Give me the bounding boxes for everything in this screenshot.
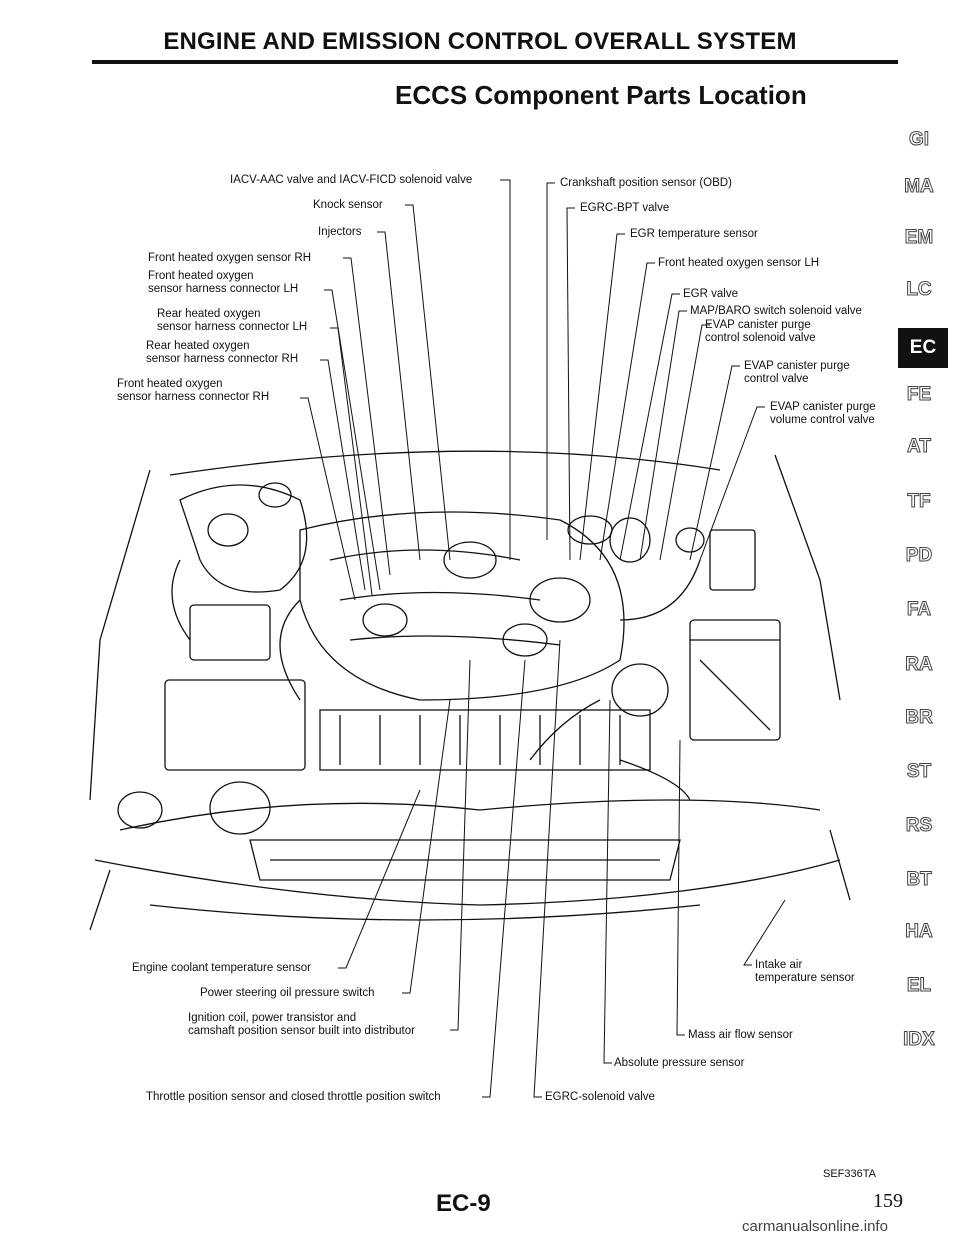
tab-rs[interactable]: RS — [905, 815, 933, 837]
tab-em[interactable]: EM — [904, 227, 934, 249]
callout-egrc-bpt-valve: EGRC-BPT valve — [580, 202, 670, 214]
page-title: ECCS Component Parts Location — [395, 80, 807, 110]
tab-idx[interactable]: IDX — [903, 1029, 936, 1051]
callout-evap-purge-volume-valve: EVAP canister purge volume control valve — [770, 401, 876, 426]
tab-fa[interactable]: FA — [906, 599, 932, 621]
callout-rear-ho2s-harness-lh: Rear heated oxygen sensor harness connec… — [157, 308, 308, 333]
tab-el[interactable]: EL — [906, 975, 932, 997]
page-number: 159 — [873, 1190, 903, 1212]
tab-ra[interactable]: RA — [905, 654, 933, 676]
callout-egr-temperature-sensor: EGR temperature sensor — [630, 228, 758, 240]
callout-evap-purge-control-valve: EVAP canister purge control valve — [744, 360, 850, 385]
tab-gi[interactable]: GI — [908, 129, 930, 151]
watermark: carmanualsonline.info — [742, 1218, 888, 1235]
callout-front-ho2s-harness-lh: Front heated oxygen sensor harness conne… — [148, 270, 299, 295]
figure-code: SEF336TA — [823, 1168, 876, 1180]
callout-mass-air-flow-sensor: Mass air flow sensor — [688, 1029, 793, 1041]
page-code: EC-9 — [436, 1190, 491, 1217]
tab-bt[interactable]: BT — [906, 869, 932, 891]
callout-knock-sensor: Knock sensor — [313, 199, 383, 211]
tab-tf[interactable]: TF — [907, 491, 931, 513]
callout-rear-ho2s-harness-rh: Rear heated oxygen sensor harness connec… — [146, 340, 299, 365]
callout-front-ho2s-lh: Front heated oxygen sensor LH — [658, 257, 820, 269]
callout-egrc-solenoid-valve: EGRC-solenoid valve — [545, 1091, 655, 1103]
callout-ignition-coil-distributor: Ignition coil, power transistor and cams… — [188, 1012, 415, 1037]
callout-throttle-position-sensor: Throttle position sensor and closed thro… — [146, 1091, 441, 1103]
callout-intake-air-temp-sensor: Intake air temperature sensor — [755, 959, 855, 984]
tab-at[interactable]: AT — [907, 436, 932, 458]
callout-engine-coolant-temp-sensor: Engine coolant temperature sensor — [132, 962, 311, 974]
header-rule — [92, 60, 898, 64]
tab-ec[interactable]: EC — [898, 328, 948, 368]
tab-ma[interactable]: MA — [904, 176, 935, 198]
tab-st[interactable]: ST — [906, 761, 932, 783]
callout-iacv-aac-valve: IACV-AAC valve and IACV-FICD solenoid va… — [230, 174, 473, 186]
callout-front-ho2s-rh: Front heated oxygen sensor RH — [148, 252, 312, 264]
callout-power-steering-switch: Power steering oil pressure switch — [200, 987, 375, 999]
tab-br[interactable]: BR — [905, 707, 933, 729]
callout-evap-purge-control-solenoid: EVAP canister purge control solenoid val… — [705, 319, 816, 344]
section-title: ENGINE AND EMISSION CONTROL OVERALL SYST… — [163, 28, 797, 55]
callout-front-ho2s-harness-rh: Front heated oxygen sensor harness conne… — [117, 378, 270, 403]
callout-egr-valve: EGR valve — [683, 288, 738, 300]
callout-map-baro-solenoid: MAP/BARO switch solenoid valve — [690, 305, 862, 317]
leader-lines — [300, 179, 786, 1098]
engine-illustration — [89, 450, 851, 931]
tab-fe[interactable]: FE — [906, 384, 932, 406]
tab-pd[interactable]: PD — [905, 545, 933, 567]
callout-absolute-pressure-sensor: Absolute pressure sensor — [614, 1057, 745, 1069]
tab-lc[interactable]: LC — [906, 279, 932, 301]
callout-crankshaft-position-sensor: Crankshaft position sensor (OBD) — [560, 177, 732, 189]
callout-injectors: Injectors — [318, 226, 362, 238]
tab-ha[interactable]: HA — [905, 921, 933, 943]
